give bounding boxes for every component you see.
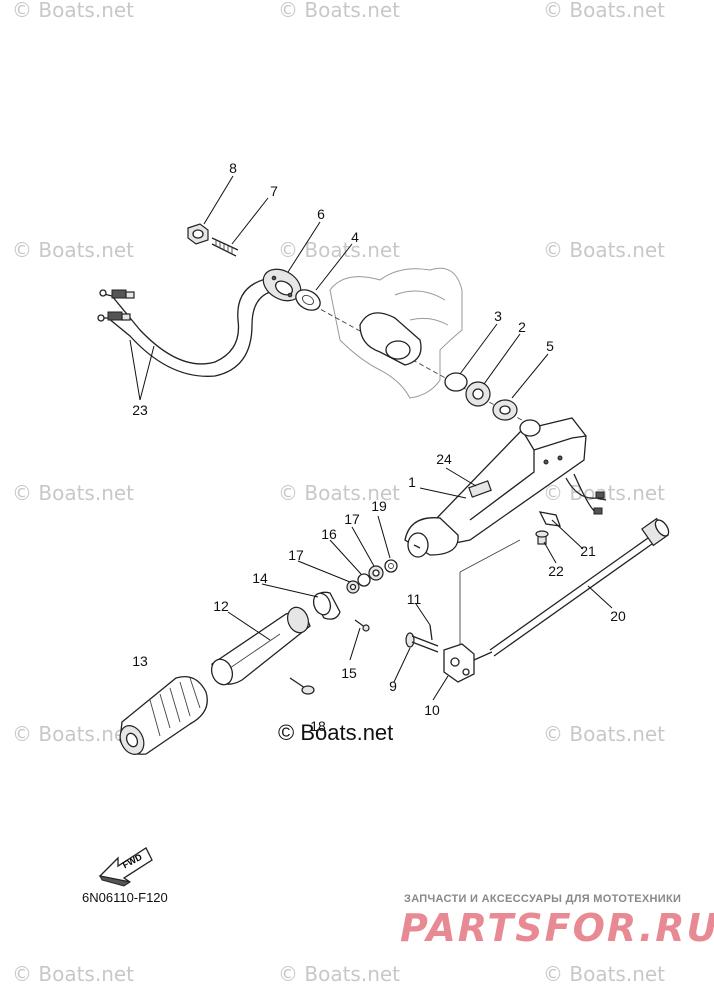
engine-outline: [329, 267, 463, 399]
watermark: © Boats.net: [12, 0, 135, 22]
cable-assembly: [97, 277, 281, 377]
collar-14: [312, 591, 341, 620]
callout-5: 5: [546, 338, 554, 354]
center-watermark: © Boats.net: [278, 720, 394, 745]
callout-19: 19: [371, 498, 387, 514]
throttle-cable-20: [473, 517, 670, 661]
ad-tagline: ЗАПЧАСТИ И АКСЕССУАРЫ ДЛЯ МОТОТЕХНИКИ: [404, 893, 682, 905]
ad-logo: PARTSFOR.RU: [400, 906, 714, 950]
callout-11: 11: [406, 591, 422, 607]
watermark: © Boats.net: [12, 481, 135, 505]
callout-22: 22: [548, 563, 564, 579]
callout-12: 12: [213, 598, 229, 614]
stud-bolt-7: [211, 237, 239, 257]
callout-6: 6: [317, 206, 325, 222]
watermark: © Boats.net: [278, 962, 401, 986]
grip-12: [210, 606, 311, 686]
washer-19: [384, 559, 398, 573]
callout-4: 4: [351, 229, 359, 245]
callout-7: 7: [270, 183, 278, 199]
callout-14: 14: [252, 570, 268, 586]
callout-16: 16: [321, 526, 337, 542]
throttle-grip-13: [119, 675, 208, 755]
steering-arm-1: [404, 417, 587, 558]
callout-1: 1: [408, 474, 416, 490]
washer-4: [295, 289, 321, 311]
watermark: © Boats.net: [543, 0, 666, 22]
diagram-code: 6N06110-F120: [82, 890, 168, 905]
watermark: © Boats.net: [543, 722, 666, 746]
watermark: © Boats.net: [543, 962, 666, 986]
callout-9: 9: [389, 678, 397, 694]
bracket-housing: [359, 312, 422, 366]
leader-lines: [129, 175, 613, 701]
bracket-10: [443, 643, 475, 683]
callout-20: 20: [610, 608, 626, 624]
watermark: © Boats.net: [278, 0, 401, 22]
watermark: © Boats.net: [12, 722, 135, 746]
watermark: © Boats.net: [543, 238, 666, 262]
watermark: © Boats.net: [12, 238, 135, 262]
callout-13: 13: [132, 653, 148, 669]
watermark: © Boats.net: [278, 238, 401, 262]
washer-16: [357, 573, 371, 587]
watermark: © Boats.net: [278, 481, 401, 505]
callout-17-top: 17: [344, 511, 360, 527]
callout-2: 2: [518, 319, 526, 335]
callout-8: 8: [229, 160, 237, 176]
callout-23: 23: [132, 402, 148, 418]
callout-17-bottom: 17: [288, 547, 304, 563]
nut-8: [187, 223, 209, 245]
callout-24: 24: [436, 451, 452, 467]
callout-3: 3: [494, 308, 502, 324]
plate-21: [538, 511, 561, 527]
callout-21: 21: [580, 543, 596, 559]
callout-18: 18: [310, 718, 326, 734]
washer-3: [444, 372, 468, 392]
callout-15: 15: [341, 665, 357, 681]
fwd-arrow-icon: [98, 847, 153, 887]
screw-18: [289, 677, 315, 695]
bolt-9: [405, 632, 439, 653]
watermark: © Boats.net: [12, 962, 135, 986]
callout-10: 10: [424, 702, 440, 718]
